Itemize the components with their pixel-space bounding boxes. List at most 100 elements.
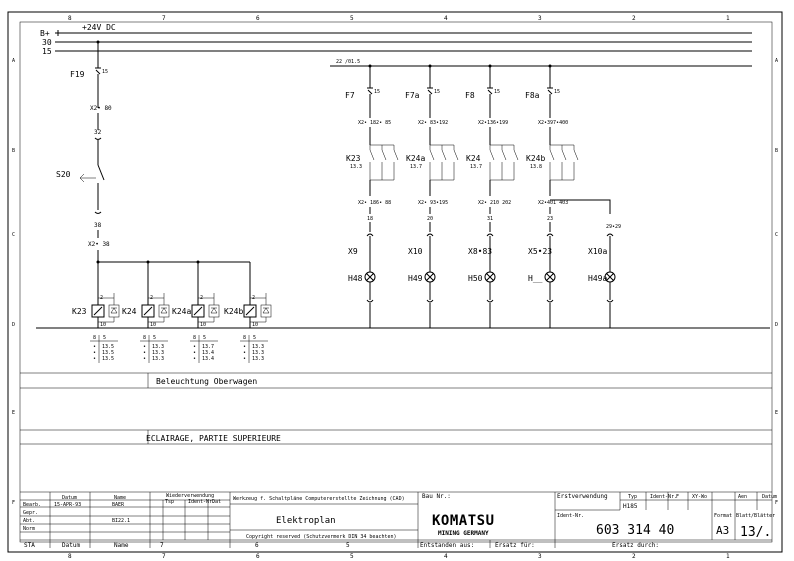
relay-label: K24a: [172, 307, 191, 316]
sheet-border: [7, 11, 783, 553]
contact-ref: 13.7: [202, 344, 214, 350]
contact-ref: 13.3: [152, 344, 164, 350]
row-label-right: D: [775, 322, 778, 328]
lamp-label: H48: [348, 274, 363, 283]
relay-pin-top: 2: [100, 295, 103, 301]
terminal-bottom: X2• 210 202: [478, 200, 511, 206]
ersatz-fuer-label: Ersatz für:: [495, 542, 535, 549]
relay-pin-bottom: 10: [100, 322, 106, 328]
typ-label: Typ: [628, 494, 637, 500]
blatt-label: Blatt/Blätter: [736, 513, 775, 519]
contact-hdr-nc: 5: [153, 335, 156, 341]
terminal-bottom: X2•401 403: [538, 200, 568, 206]
terminal-top: X2• 182• 85: [358, 120, 391, 126]
tb-row-name: BI22.1: [112, 518, 130, 524]
aen-hdr: Aen: [738, 494, 747, 500]
title-block: Datum Name Wiederverwendung Tsp Ident-Nr…: [20, 491, 777, 549]
plug-pin: 23: [547, 216, 553, 222]
ident-hdr: Ident-Nr.: [650, 494, 677, 500]
fuse-pin: 15: [554, 89, 560, 95]
terminal-top: X2• 83•192: [418, 120, 448, 126]
drawing-number: 603 314 40: [596, 523, 674, 538]
ident-nr-label: Ident-Nr.: [557, 513, 584, 519]
relay-coil-k23: K23 2 10: [72, 293, 120, 328]
relay-pin-bottom: 10: [252, 322, 258, 328]
row-label-left: F: [12, 500, 15, 506]
relay-pin-top: 2: [150, 295, 153, 301]
erstverwendung-label: Erstverwendung: [557, 493, 608, 500]
contact-ref: 13.3: [252, 356, 264, 362]
lamp-label: H50: [468, 274, 483, 283]
row-label-left: E: [12, 410, 15, 416]
plug-label: X8•83: [468, 247, 492, 256]
column-label: 7: [162, 15, 166, 22]
contact-dot: •: [93, 344, 96, 350]
terminal-top: X2•136•199: [478, 120, 508, 126]
footer-col6: 6: [255, 542, 259, 549]
right-sub-bus: 22 /01.5: [330, 59, 752, 67]
format-label: Format: [714, 513, 732, 519]
fuse-f19: F19: [70, 70, 85, 79]
contact-ref: 13.5: [102, 350, 114, 356]
column-label: 7: [162, 553, 166, 560]
row-label-left: D: [12, 322, 15, 328]
fuse-label: F8: [465, 91, 475, 100]
row-label-right: A: [775, 58, 778, 64]
supply-label: +24V DC: [82, 23, 116, 32]
lamp-label: H49a: [588, 274, 607, 283]
column-label: 4: [444, 553, 448, 560]
relay-label: K23: [72, 307, 87, 316]
contact-dot: •: [143, 356, 146, 362]
contact-ref: 13.4: [202, 356, 214, 362]
column-label: 8: [68, 15, 72, 22]
hdr-name: Name: [114, 495, 126, 501]
sub-bus-label: 22 /01.5: [336, 59, 360, 65]
model-no: H185: [623, 503, 638, 510]
tb-row-datum: 15-APR-93: [54, 502, 81, 508]
fuse-label: F8a: [525, 91, 540, 100]
contact-hdr-nc: 5: [103, 335, 106, 341]
column-label: 8: [68, 553, 72, 560]
column-label: 1: [726, 553, 730, 560]
column-label: 5: [350, 15, 354, 22]
column-label: 5: [350, 553, 354, 560]
software-note: Werkzeug f. Schaltpläne Computererstellt…: [233, 496, 405, 502]
fuse-pin: 15: [374, 89, 380, 95]
contact-hdr-no: 8: [193, 335, 196, 341]
footer-datum: Datum: [62, 542, 80, 549]
column-label: 3: [538, 15, 542, 22]
fuse-f19-pin: 15: [102, 69, 108, 75]
column-label: 4: [444, 15, 448, 22]
fuse-label: F7: [345, 91, 355, 100]
column-labels-top: 8 7 6 5 4 3 2 1: [68, 15, 730, 22]
contact-dot: •: [193, 356, 196, 362]
plug-pin: 18: [367, 216, 373, 222]
contact-dot: •: [143, 344, 146, 350]
contact-dot: •: [93, 356, 96, 362]
description-area: Beleuchtung Oberwagen ECLAIRAGE, PARTIE …: [20, 372, 772, 445]
lamp-label: H49: [408, 274, 423, 283]
tb-row-label: Gepr.: [23, 510, 38, 516]
datum-hdr: Datum: [762, 494, 777, 500]
terminal-bottom: X2• 93•195: [418, 200, 448, 206]
bus-15-label: 15: [42, 47, 52, 56]
column-label: 1: [726, 15, 730, 22]
tb-row-label: Abt.: [23, 518, 35, 524]
column-label: 2: [632, 15, 636, 22]
contact-hdr-no: 8: [93, 335, 96, 341]
tb-row-name: BAER: [112, 502, 125, 508]
contact-dot: •: [93, 350, 96, 356]
bus-b-label: B+: [40, 29, 50, 38]
lamp-label: H__: [528, 274, 543, 283]
row-label-right: C: [775, 232, 778, 238]
column-label: 6: [256, 15, 260, 22]
f-hdr: F: [676, 494, 679, 500]
